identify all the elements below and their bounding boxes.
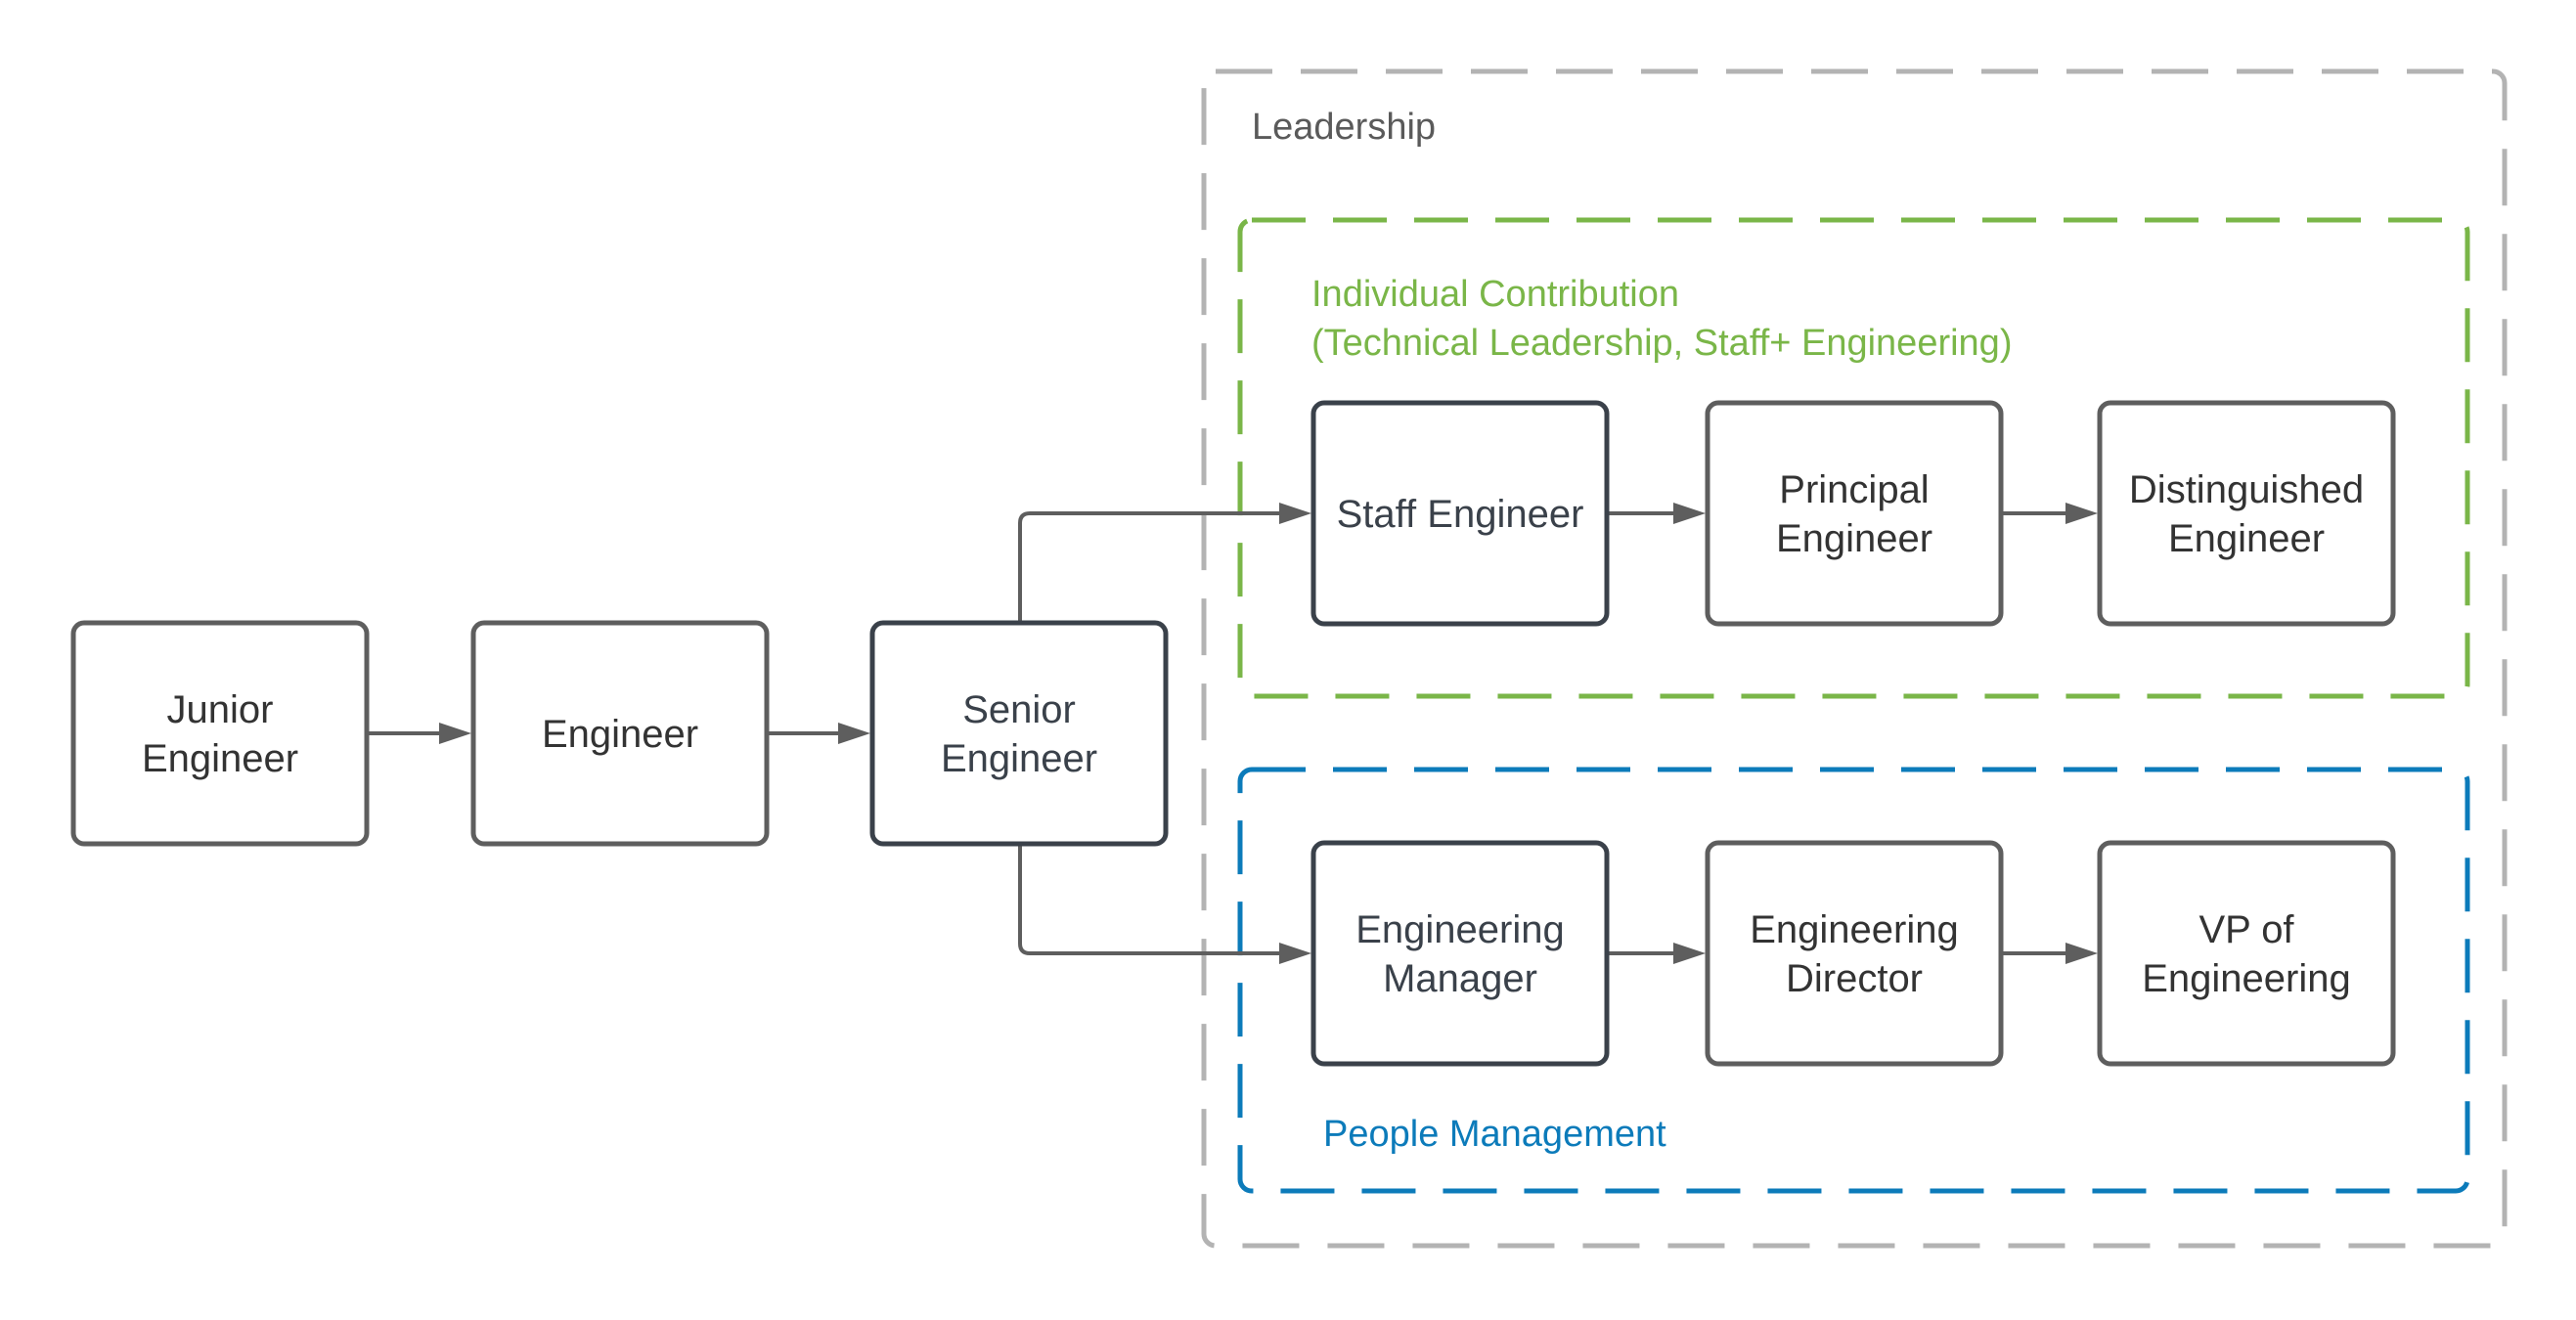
node-box[interactable]: [1310, 400, 1610, 627]
node-label: Engineer: [941, 737, 1097, 780]
node-box[interactable]: [470, 620, 770, 847]
group-label-leadership: Leadership: [1252, 107, 1436, 148]
group-label-individual-contribution: Individual Contribution: [1311, 274, 1679, 315]
group-individual-contribution: Individual Contribution (Technical Leader…: [1237, 217, 2470, 699]
node-box[interactable]: [1310, 840, 1610, 1067]
node-label: Engineering: [2142, 957, 2351, 1000]
arrowhead-icon: [1279, 503, 1311, 524]
node-box[interactable]: [1705, 840, 2004, 1067]
node-label: Engineer: [1776, 517, 1932, 560]
edge-senior-engineer-to-engineering-manager: [1018, 846, 1311, 964]
group-people-management: People Management: [1237, 767, 2470, 1194]
node-box[interactable]: [2097, 840, 2396, 1067]
edge-staff-engineer-to-principal-engineer: [1609, 503, 1706, 524]
nodes-layer: JuniorEngineerEngineerSeniorEngineerStaf…: [70, 400, 2396, 1067]
edges-layer: [369, 503, 2098, 964]
node-vp-of-engineering[interactable]: VP of Engineering: [2097, 840, 2396, 1067]
node-label: Junior: [167, 688, 274, 731]
node-label: Engineer: [142, 737, 298, 780]
group-label-individual-contribution: (Technical Leadership, Staff+ Engineerin…: [1311, 323, 2012, 364]
node-box[interactable]: [1705, 400, 2004, 627]
group-frame-leadership: [1201, 68, 2508, 1249]
group-frame-individual-contribution: [1237, 217, 2470, 699]
node-label: Director: [1786, 957, 1923, 1000]
edge-junior-engineer-to-engineer: [369, 723, 471, 744]
node-label: Principal: [1779, 468, 1929, 511]
node-label: Distinguished: [2129, 468, 2364, 511]
node-label: Senior: [962, 688, 1076, 731]
node-label: Engineering: [1750, 908, 1959, 951]
node-label: VP of: [2198, 908, 2294, 951]
node-label: Engineer: [2168, 517, 2325, 560]
arrowhead-icon: [838, 723, 870, 744]
edge-principal-engineer-to-distinguished-engineer: [2003, 503, 2098, 524]
edge-engineering-manager-to-engineering-director: [1609, 943, 1706, 964]
node-box[interactable]: [869, 620, 1169, 847]
group-label-people-management: People Management: [1323, 1114, 1666, 1155]
arrowhead-icon: [439, 723, 471, 744]
arrowhead-icon: [2065, 943, 2098, 964]
node-label: Engineering: [1355, 908, 1565, 951]
node-engineer[interactable]: Engineer: [470, 620, 770, 847]
node-box[interactable]: [70, 620, 370, 847]
arrowhead-icon: [1279, 943, 1311, 964]
arrowhead-icon: [2065, 503, 2098, 524]
connector-line: [1018, 846, 1282, 955]
node-label: Engineer: [542, 713, 698, 756]
edge-senior-engineer-to-staff-engineer: [1018, 503, 1311, 621]
connector-line: [1018, 511, 1282, 621]
group-frame-people-management: [1237, 767, 2470, 1194]
group-leadership: Leadership: [1201, 68, 2508, 1249]
edge-engineering-director-to-vp-of-engineering: [2003, 943, 2098, 964]
node-staff-engineer[interactable]: Staff Engineer: [1310, 400, 1610, 627]
arrowhead-icon: [1673, 943, 1706, 964]
arrowhead-icon: [1673, 503, 1706, 524]
node-box[interactable]: [2097, 400, 2396, 627]
node-label: Manager: [1383, 957, 1537, 1000]
edge-engineer-to-senior-engineer: [769, 723, 870, 744]
node-label: Staff Engineer: [1337, 493, 1584, 536]
